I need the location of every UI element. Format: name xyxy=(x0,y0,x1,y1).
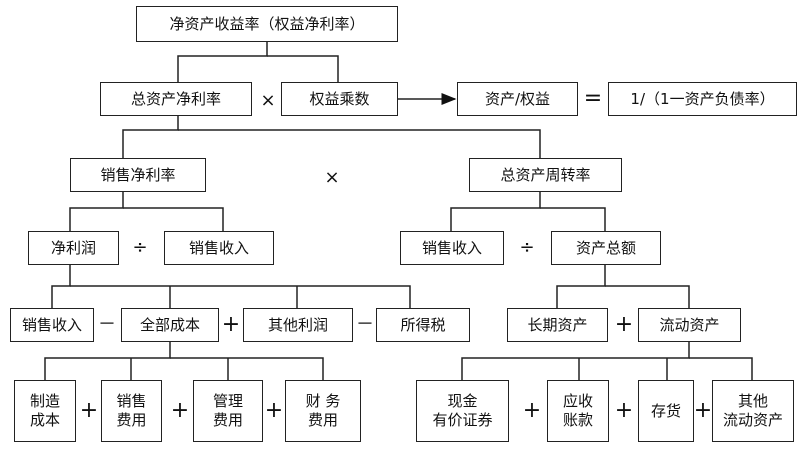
manufacturing-cost-box: 制造 成本 xyxy=(14,380,76,442)
total-assets-box: 资产总额 xyxy=(551,231,661,265)
plus-operator-1: + xyxy=(221,312,241,337)
minus-operator-1: － xyxy=(98,314,116,335)
total-cost-box: 全部成本 xyxy=(121,308,219,342)
net-profit-margin-box: 销售净利率 xyxy=(70,158,206,192)
roe-box: 净资产收益率（权益净利率） xyxy=(136,6,398,42)
equity-multiplier-box: 权益乘数 xyxy=(281,82,398,116)
times-operator-1: × xyxy=(260,90,276,111)
plus-operator-4: + xyxy=(170,398,190,423)
other-current-assets-box: 其他 流动资产 xyxy=(712,380,794,442)
times-operator-2: × xyxy=(324,167,340,188)
receivables-box: 应收 账款 xyxy=(547,380,609,442)
connector-current-assets-2 xyxy=(689,357,753,380)
equals-operator: = xyxy=(583,86,603,111)
connector-current-assets xyxy=(461,342,690,380)
connector-roa xyxy=(122,116,179,158)
connector-turnover-right xyxy=(540,207,606,231)
plus-operator-2: + xyxy=(614,312,634,337)
income-tax-box: 所得税 xyxy=(376,308,470,342)
assets-over-equity-box: 资产/权益 xyxy=(457,82,578,116)
sales-revenue-box-3: 销售收入 xyxy=(10,308,94,342)
plus-operator-5: + xyxy=(264,398,284,423)
selling-expense-box: 销售 费用 xyxy=(101,380,162,442)
asset-turnover-box: 总资产周转率 xyxy=(469,158,622,192)
connector-total-assets xyxy=(556,265,606,308)
admin-expense-box: 管理 费用 xyxy=(193,380,263,442)
net-profit-box: 净利润 xyxy=(28,231,119,265)
roa-box: 总资产净利率 xyxy=(100,82,252,116)
connector-net-profit-2 xyxy=(70,285,411,308)
current-assets-box: 流动资产 xyxy=(638,308,741,342)
finance-expense-box: 财 务 费用 xyxy=(285,380,361,442)
long-term-assets-box: 长期资产 xyxy=(507,308,608,342)
minus-operator-2: － xyxy=(356,314,374,335)
plus-operator-8: + xyxy=(693,398,713,423)
sales-revenue-box-1: 销售收入 xyxy=(164,231,274,265)
plus-operator-3: + xyxy=(79,398,99,423)
other-profit-box: 其他利润 xyxy=(243,308,353,342)
connector-roe-right xyxy=(267,55,339,82)
inventory-box: 存货 xyxy=(638,380,694,442)
divide-operator-2: ÷ xyxy=(519,237,535,258)
connector-npm-right xyxy=(123,207,224,231)
connector-turnover xyxy=(450,192,541,231)
connector-total-cost xyxy=(44,342,171,380)
plus-operator-7: + xyxy=(614,398,634,423)
connector-roe xyxy=(177,42,268,82)
connector-net-profit xyxy=(51,265,71,308)
sales-revenue-box-2: 销售收入 xyxy=(400,231,504,265)
connector-total-assets-2 xyxy=(605,285,690,308)
connector-roa-right xyxy=(178,129,541,158)
plus-operator-6: + xyxy=(522,398,542,423)
cash-securities-box: 现金 有价证券 xyxy=(416,380,509,442)
connector-total-cost-2 xyxy=(170,357,324,380)
connector-npm xyxy=(69,192,124,231)
divide-operator-1: ÷ xyxy=(132,237,148,258)
one-over-box: 1/（1一资产负债率） xyxy=(608,82,797,116)
